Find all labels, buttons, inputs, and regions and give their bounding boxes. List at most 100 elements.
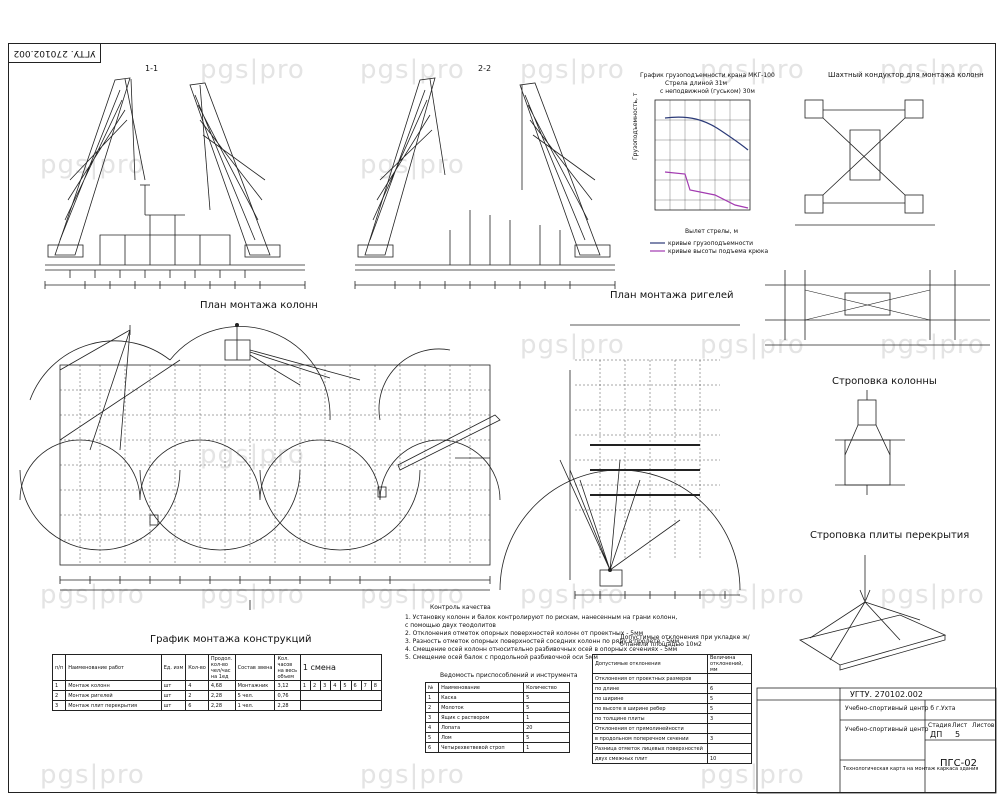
crane-chart-legend-2: кривые высоты подъема крюка: [668, 248, 769, 255]
table-cell: 4: [424, 722, 440, 733]
title-block-lines: [756, 687, 997, 794]
table-cell: 4: [185, 680, 209, 691]
table-header: Состав звена: [234, 654, 276, 681]
watermark: pgs|pro: [200, 55, 305, 85]
table-header: Продол. кол-во чел/час на 1ед: [207, 654, 236, 681]
title-block-sheets-label: Листов: [972, 722, 995, 729]
table-cell: по высоте в ширине ребер: [592, 703, 708, 714]
table-cell: шт: [160, 700, 187, 711]
table-cell: по ширине: [592, 693, 708, 704]
drawing-frame: [8, 43, 996, 793]
schedule-title: График монтажа конструкций: [150, 634, 312, 645]
table-cell: Монтаж ригелей: [65, 690, 162, 701]
title-block-mark: ПГС-02: [940, 758, 977, 769]
table-cell: шт: [160, 680, 187, 691]
quality-control-item: 1. Установку колонн и балок контролируют…: [405, 614, 678, 621]
table-cell: 5: [523, 702, 570, 713]
table-cell: 7: [360, 680, 372, 691]
sling-column-drawing: [835, 390, 905, 495]
sling-column-title: Строповка колонны: [832, 376, 937, 387]
table-cell: Лом: [438, 732, 525, 743]
table-cell: [707, 723, 752, 734]
tools-table-title: Ведомость приспособлений и инструмента: [440, 672, 578, 679]
table-header: Ед. изм: [160, 654, 187, 681]
table-cell: 5: [424, 732, 440, 743]
conductor-drawing: [765, 99, 990, 346]
table-header: Наименование работ: [65, 654, 162, 681]
table-cell: Монтаж плит перекрытия: [65, 700, 162, 711]
watermark: pgs|pro: [360, 760, 465, 790]
table-cell: 3: [424, 712, 440, 723]
table-cell: Ящик с раствором: [438, 712, 525, 723]
table-cell: Разница отметок лицевых поверхностей: [592, 743, 708, 754]
table-cell: 1: [299, 680, 311, 691]
watermark: pgs|pro: [200, 580, 305, 610]
table-cell: 3: [707, 713, 752, 724]
schedule-table: п/п Наименование работ Ед. изм Кол-во Пр…: [51, 654, 383, 711]
crane-chart-subtitle-2: с неподвижной (гуськом) 30м: [660, 88, 755, 95]
title-block-code: УГТУ. 270102.002: [850, 690, 923, 699]
table-cell: 3: [51, 700, 67, 711]
crane-capacity-curve: [664, 116, 749, 151]
table-cell: 6: [350, 680, 362, 691]
table-cell: 2: [424, 702, 440, 713]
section-2-2-title: 2-2: [478, 64, 492, 73]
quality-control-item: 3. Разность отметок опорных поверхностей…: [405, 638, 680, 645]
watermark: pgs|pro: [360, 580, 465, 610]
sling-slab-drawing: [798, 555, 947, 671]
table-cell: 4: [330, 680, 342, 691]
table-cell: 1: [51, 680, 67, 691]
table-cell: 5 чел.: [234, 690, 276, 701]
table-cell: 2,28: [274, 700, 301, 711]
title-block-stage: ДП: [930, 730, 943, 739]
table-cell: 1: [523, 712, 570, 723]
table-cell: Монтажник: [234, 680, 276, 691]
table-cell: [707, 743, 752, 754]
title-block-project: Учебно-спортивный центр б г.Ухта: [845, 705, 956, 712]
quality-control-title: Контроль качества: [430, 604, 491, 611]
crane-chart-ylabel: Грузоподъемность, т: [632, 92, 639, 160]
watermark: pgs|pro: [700, 55, 805, 85]
plan-girders-drawing: [499, 324, 741, 599]
watermark: pgs|pro: [880, 55, 985, 85]
table-row: Отклонения от прямолинейности: [592, 723, 752, 734]
crane-chart-xlabel: Вылет стрелы, м: [685, 228, 738, 235]
table-cell: по толщине плиты: [592, 713, 708, 724]
table-cell: 4,68: [207, 680, 236, 691]
crane-chart-frame: [654, 99, 751, 211]
table-cell: по длине: [592, 683, 708, 694]
table-cell: двух смежных плит: [592, 753, 708, 764]
section-2-2-drawing: [354, 77, 616, 289]
table-cell: 1: [523, 742, 570, 753]
table-header: Допустимые отклонения: [592, 654, 708, 674]
watermark: pgs|pro: [520, 55, 625, 85]
crane-height-curve: [664, 171, 749, 209]
section-1-1-title: 1-1: [145, 64, 159, 73]
watermark: pgs|pro: [700, 760, 805, 790]
watermark: pgs|pro: [880, 580, 985, 610]
table-cell: 6: [707, 683, 752, 694]
table-header: Величина отклонений, мм: [707, 654, 752, 674]
table-cell: Монтаж колонн: [65, 680, 162, 691]
table-row: Отклонения от проектных размеров: [592, 673, 752, 684]
table-cell: Лопата: [438, 722, 525, 733]
title-block-drawing: Технологическая карта на монтаж каркаса …: [843, 766, 979, 772]
tolerances-title: Допустимые отклонения при укладке ж/б па…: [620, 634, 750, 648]
table-cell: 6: [185, 700, 209, 711]
table-header: Наименование: [438, 682, 525, 693]
table-cell: Каска: [438, 692, 525, 703]
table-header: 1 смена: [299, 654, 383, 681]
table-cell: 1: [424, 692, 440, 703]
